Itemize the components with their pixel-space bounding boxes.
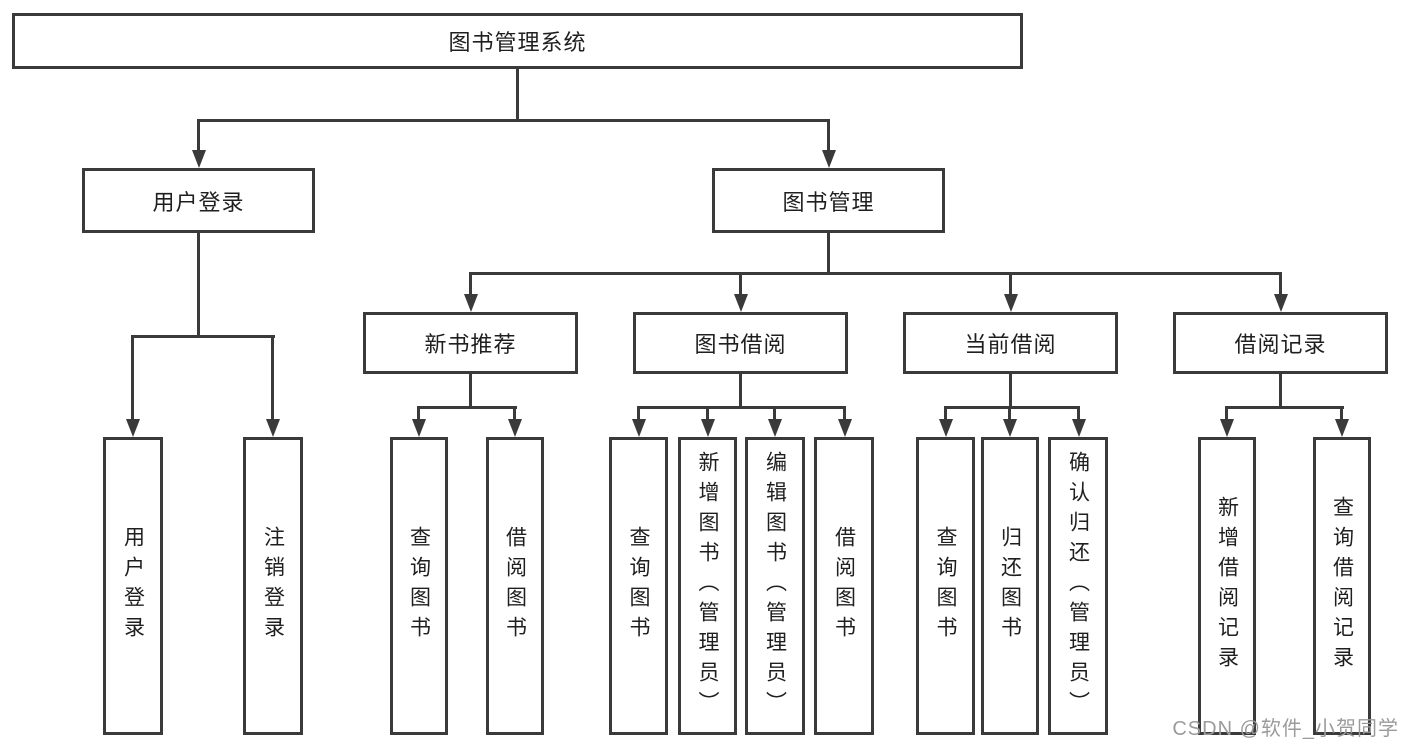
node-leaf-confirm-return-admin: 确认归还（管理员） xyxy=(1048,437,1108,735)
node-leaf-borrow-book-rec: 借阅图书 xyxy=(486,437,544,735)
arrow-to-leaf-query-book-borrow xyxy=(631,406,646,437)
node-label: 图书借阅 xyxy=(694,332,787,357)
connector-book-mgmt-rail xyxy=(469,272,1282,275)
node-leaf-add-borrow-record: 新增借阅记录 xyxy=(1198,437,1256,735)
arrow-to-new-book-rec xyxy=(463,272,478,312)
node-label: 借阅记录 xyxy=(1234,332,1327,357)
node-book-mgmt: 图书管理 xyxy=(712,168,945,233)
node-label: 借阅图书 xyxy=(503,526,527,646)
node-label: 当前借阅 xyxy=(964,332,1057,357)
node-label: 确认归还（管理员） xyxy=(1066,451,1090,721)
node-label: 新增图书（管理员） xyxy=(696,451,719,721)
node-leaf-query-book-current: 查询图书 xyxy=(916,437,975,735)
node-leaf-return-book: 归还图书 xyxy=(981,437,1039,735)
arrow-to-current-borrow xyxy=(1003,272,1018,312)
connector-book-mgmt-stem xyxy=(827,233,830,272)
node-leaf-edit-book-admin: 编辑图书（管理员） xyxy=(745,437,805,735)
connector-borrow-records-rail xyxy=(1225,406,1344,409)
csdn-watermark: CSDN @软件_小贺同学 xyxy=(1172,718,1399,740)
node-label: 用户登录 xyxy=(121,526,145,646)
arrow-to-borrow-records xyxy=(1273,272,1288,312)
node-new-book-rec: 新书推荐 xyxy=(363,312,578,374)
connector-user-login-stem xyxy=(197,233,200,335)
arrow-to-leaf-return-book xyxy=(1002,406,1017,437)
node-label: 查询图书 xyxy=(934,526,957,646)
connector-borrow-records-stem xyxy=(1279,374,1282,406)
node-label: 查询图书 xyxy=(407,526,431,646)
connector-root-rail xyxy=(197,119,830,122)
connector-book-borrow-stem xyxy=(739,374,742,406)
node-leaf-borrow-book-borrow: 借阅图书 xyxy=(814,437,874,735)
node-label: 图书管理 xyxy=(782,189,875,215)
node-label: 新书推荐 xyxy=(424,332,517,357)
arrow-to-book-mgmt xyxy=(821,119,836,168)
node-library-management-system: 图书管理系统 xyxy=(12,13,1023,69)
arrow-to-leaf-add-borrow-record xyxy=(1219,406,1234,437)
arrow-to-leaf-confirm-return xyxy=(1071,406,1086,437)
arrow-to-leaf-query-book-rec xyxy=(411,406,426,437)
connector-root-stem xyxy=(516,68,519,119)
node-label: 编辑图书（管理员） xyxy=(763,451,787,721)
arrow-to-book-borrow xyxy=(733,272,748,312)
node-label: 新增借阅记录 xyxy=(1215,496,1239,676)
node-label: 归还图书 xyxy=(998,526,1022,646)
node-book-borrow: 图书借阅 xyxy=(633,312,848,374)
arrow-to-leaf-user-login xyxy=(125,335,140,437)
arrow-to-leaf-edit-book-admin xyxy=(767,406,782,437)
arrow-to-leaf-query-book-current xyxy=(938,406,953,437)
node-label: 借阅图书 xyxy=(832,526,856,646)
node-label: 查询图书 xyxy=(627,526,650,646)
node-label: 查询借阅记录 xyxy=(1330,496,1354,676)
connector-current-borrow-rail xyxy=(944,406,1080,409)
arrow-to-leaf-borrow-book-borrow xyxy=(837,406,852,437)
node-leaf-logout: 注销登录 xyxy=(243,437,303,735)
connector-new-book-rec-stem xyxy=(469,374,472,406)
node-user-login: 用户登录 xyxy=(82,168,315,233)
connector-user-login-rail xyxy=(131,335,275,338)
connector-current-borrow-stem xyxy=(1009,374,1012,406)
node-leaf-query-borrow-record: 查询借阅记录 xyxy=(1313,437,1371,735)
node-leaf-query-book-rec: 查询图书 xyxy=(390,437,448,735)
arrow-to-leaf-query-borrow-record xyxy=(1334,406,1349,437)
node-label: 注销登录 xyxy=(261,526,285,646)
node-borrow-records: 借阅记录 xyxy=(1173,312,1388,374)
node-leaf-user-login: 用户登录 xyxy=(103,437,163,735)
node-leaf-add-book-admin: 新增图书（管理员） xyxy=(678,437,737,735)
node-leaf-query-book-borrow: 查询图书 xyxy=(609,437,668,735)
arrow-to-user-login xyxy=(191,119,206,168)
node-current-borrow: 当前借阅 xyxy=(903,312,1118,374)
node-label: 图书管理系统 xyxy=(448,30,587,55)
arrow-to-leaf-add-book-admin xyxy=(700,406,715,437)
connector-new-book-rec-rail xyxy=(417,406,517,409)
arrow-to-leaf-borrow-book-rec xyxy=(507,406,522,437)
node-label: 用户登录 xyxy=(152,189,245,215)
arrow-to-leaf-logout xyxy=(265,335,280,437)
connector-book-borrow-rail xyxy=(637,406,846,409)
